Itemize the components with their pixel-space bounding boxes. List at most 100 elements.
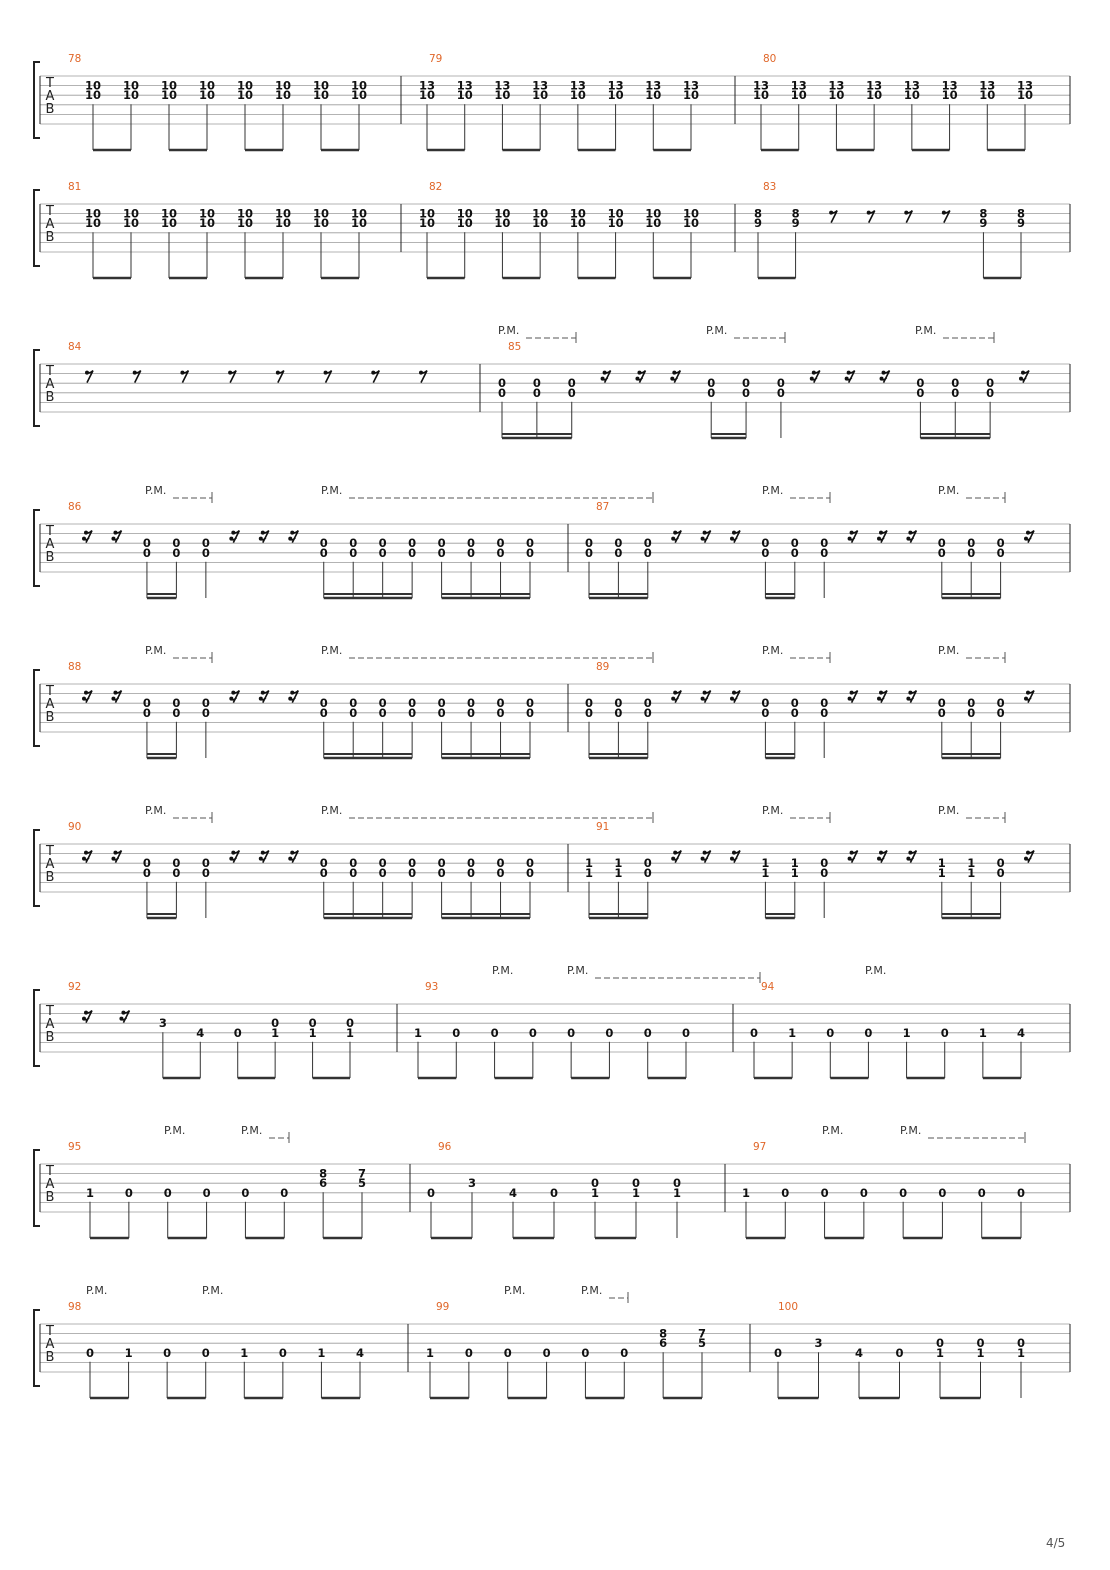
fret-number: 10	[161, 79, 177, 93]
fret-number: 10	[645, 216, 661, 230]
fret-number: 13	[1017, 79, 1033, 93]
fret-number: 9	[754, 216, 762, 230]
rest-dot	[732, 690, 736, 695]
fret-number: 0	[605, 1026, 613, 1040]
palm-mute-label: P.M.	[938, 804, 959, 817]
fret-number: 10	[237, 207, 253, 221]
rest-dot	[113, 530, 118, 535]
fret-number: 0	[568, 376, 576, 390]
tab-clef-letter: A	[46, 217, 55, 232]
fret-number: 0	[864, 1026, 872, 1040]
fret-number: 10	[123, 79, 139, 93]
rest-dot	[260, 850, 265, 855]
fret-number: 5	[358, 1176, 366, 1190]
fret-number: 0	[791, 696, 799, 710]
tab-clef-letter: A	[46, 89, 55, 104]
rest-dot	[879, 376, 884, 381]
fret-number: 0	[997, 546, 1005, 560]
fret-number: 10	[85, 216, 101, 230]
fret-number: 0	[614, 536, 622, 550]
rest-dot	[700, 536, 705, 541]
tab-clef-letter: A	[46, 857, 55, 872]
fret-number: 1	[86, 1186, 94, 1200]
fret-number: 1	[125, 1346, 133, 1360]
rest-dot	[829, 210, 834, 215]
rest-dot	[260, 530, 265, 535]
measure-number: 83	[763, 181, 776, 193]
palm-mute-label: P.M.	[762, 644, 783, 657]
measure-number: 81	[68, 181, 81, 193]
tab-clef-letter: A	[46, 537, 55, 552]
fret-number: 10	[570, 88, 586, 102]
fret-number: 0	[408, 706, 416, 720]
palm-mute-label: P.M.	[900, 1124, 921, 1137]
rest-dot	[673, 850, 678, 855]
fret-number: 0	[164, 1186, 172, 1200]
fret-number: 10	[457, 207, 473, 221]
fret-number: 1	[317, 1346, 325, 1360]
palm-mute-label: P.M.	[581, 1284, 602, 1297]
fret-number: 10	[161, 207, 177, 221]
fret-number: 1	[936, 1346, 944, 1360]
fret-number: 0	[320, 536, 328, 550]
fret-number: 0	[379, 866, 387, 880]
rest-dot	[323, 370, 328, 375]
fret-number: 0	[427, 1186, 435, 1200]
fret-number: 0	[467, 546, 475, 560]
fret-number: 0	[526, 706, 534, 720]
palm-mute-label: P.M.	[164, 1124, 185, 1137]
palm-mute-label: P.M.	[915, 324, 936, 337]
tab-clef-letter: B	[46, 102, 55, 117]
fret-number: 0	[644, 866, 652, 880]
fret-number: 1	[614, 866, 622, 880]
rest-dot	[1024, 536, 1028, 541]
fret-number: 0	[916, 386, 924, 400]
fret-number: 0	[202, 536, 210, 550]
fret-number: 10	[275, 79, 291, 93]
fret-number: 7	[698, 1327, 706, 1341]
fret-number: 0	[320, 856, 328, 870]
fret-number: 0	[408, 866, 416, 880]
fret-number: 0	[820, 866, 828, 880]
tab-system: TAB8110101010101010101010101010101010821…	[33, 181, 1071, 280]
rest-dot	[809, 376, 814, 381]
rest-dot	[730, 696, 734, 701]
tab-clef-letter: B	[46, 870, 55, 885]
fret-number: 10	[237, 88, 253, 102]
fret-number: 4	[356, 1346, 364, 1360]
fret-number: 0	[938, 536, 946, 550]
fret-number: 0	[408, 536, 416, 550]
fret-number: 0	[379, 696, 387, 710]
fret-number: 13	[828, 79, 844, 93]
rest-dot	[906, 856, 911, 861]
fret-number: 0	[761, 546, 769, 560]
rest-dot	[288, 536, 293, 541]
fret-number: 0	[644, 696, 652, 710]
fret-number: 10	[237, 216, 253, 230]
tab-clef-letter: B	[46, 390, 55, 405]
fret-number: 10	[532, 216, 548, 230]
tab-clef-letter: T	[45, 1164, 54, 1179]
fret-number: 0	[465, 1346, 473, 1360]
fret-number: 0	[585, 696, 593, 710]
fret-number: 0	[644, 856, 652, 870]
fret-number: 0	[467, 696, 475, 710]
tab-clef-letter: B	[46, 230, 55, 245]
rest-dot	[844, 376, 849, 381]
rest-dot	[941, 210, 946, 215]
tab-clef-letter: T	[45, 76, 54, 91]
palm-mute-label: P.M.	[938, 484, 959, 497]
tab-clef-letter: T	[45, 524, 54, 539]
fret-number: 10	[313, 88, 329, 102]
fret-number: 10	[645, 88, 661, 102]
rest-dot	[671, 536, 676, 541]
fret-number: 0	[567, 1026, 575, 1040]
system-brace	[33, 829, 40, 907]
